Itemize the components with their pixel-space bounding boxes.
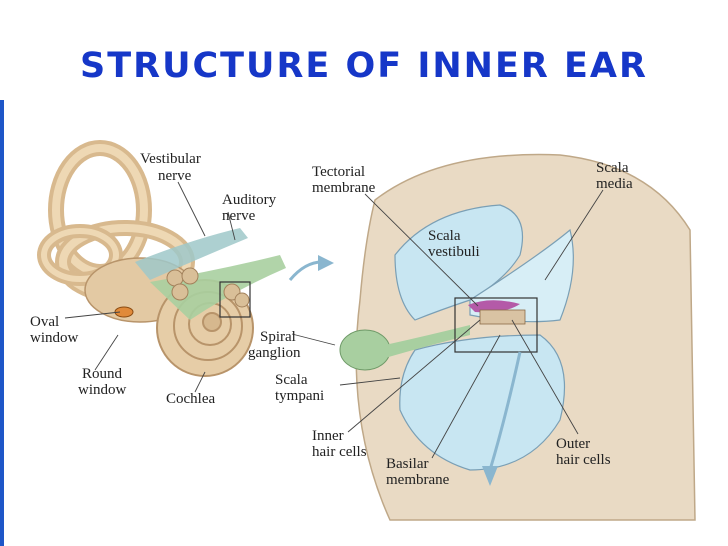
- label-basilar-membrane: Basilar membrane: [386, 456, 450, 488]
- label-round-window: Round window: [78, 366, 127, 398]
- label-inner-hair-cells: Inner hair cells: [312, 428, 367, 460]
- label-auditory-nerve: Auditory nerve: [222, 192, 280, 224]
- label-outer-hair-cells: Outer hair cells: [556, 436, 611, 468]
- label-oval-window: Oval window: [30, 314, 79, 346]
- label-scala-media: Scala media: [596, 160, 633, 192]
- diagram-labels: Vestibular nerve Auditory nerve Oval win…: [30, 151, 633, 488]
- cochlea-cross-section: [339, 153, 696, 521]
- label-scala-vestibuli: Scala vestibuli: [428, 228, 480, 260]
- slide-title: STRUCTURE OF INNER EAR: [80, 46, 648, 86]
- labyrinth-illustration: [37, 140, 286, 377]
- accent-bar: [0, 100, 4, 546]
- label-spiral-ganglion: Spiral ganglion: [248, 329, 301, 361]
- label-cochlea: Cochlea: [166, 391, 215, 407]
- label-scala-tympani: Scala tympani: [275, 372, 324, 404]
- label-tectorial-membrane: Tectorial membrane: [312, 164, 376, 196]
- label-vestibular-nerve: Vestibular nerve: [140, 151, 205, 184]
